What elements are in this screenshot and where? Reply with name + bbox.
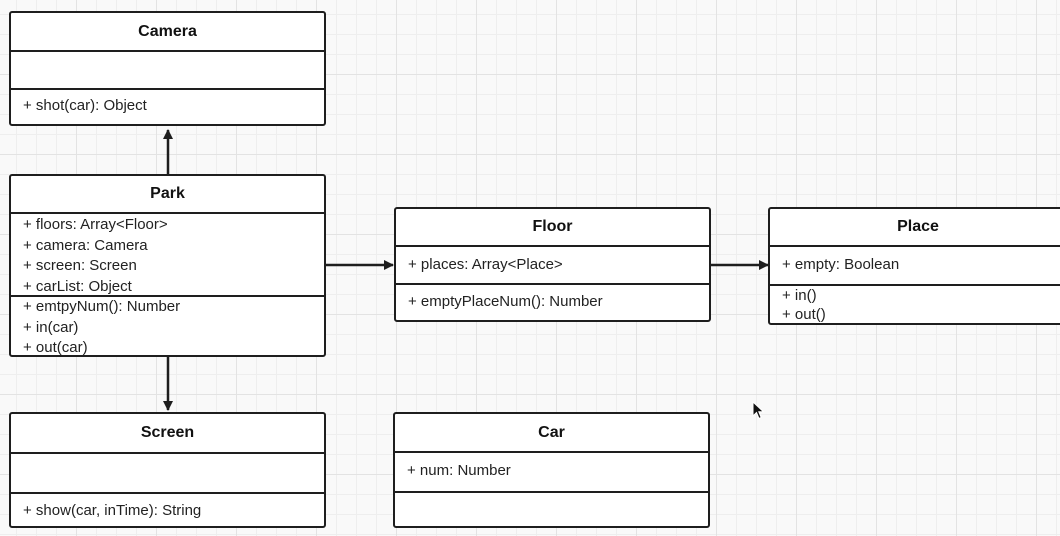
class-park[interactable]: Park + floors: Array<Floor> + camera: Ca… xyxy=(9,174,326,357)
method: + shot(car): Object xyxy=(23,97,147,114)
attribute: + camera: Camera xyxy=(23,236,148,254)
method: + out() xyxy=(782,306,826,323)
class-name: Car xyxy=(395,414,708,453)
class-floor[interactable]: Floor + places: Array<Place> + emptyPlac… xyxy=(394,207,711,322)
attribute: + screen: Screen xyxy=(23,257,137,274)
attribute: + num: Number xyxy=(407,462,511,479)
methods-section: + emptyPlaceNum(): Number xyxy=(396,285,709,313)
class-name: Floor xyxy=(396,209,709,247)
attributes-section: + floors: Array<Floor> + camera: Camera … xyxy=(11,214,324,297)
method: + emptyPlaceNum(): Number xyxy=(408,293,603,310)
methods-section xyxy=(395,493,708,498)
class-camera[interactable]: Camera + shot(car): Object xyxy=(9,11,326,126)
attribute: + empty: Boolean xyxy=(782,256,900,273)
attribute: + floors: Array<Floor> xyxy=(23,216,168,233)
class-screen[interactable]: Screen + show(car, inTime): String xyxy=(9,412,326,528)
methods-section: + emtpyNum(): Number + in(car) + out(car… xyxy=(11,297,324,356)
attributes-section: + places: Array<Place> xyxy=(396,247,709,285)
method: + in(car) xyxy=(23,318,79,336)
method: + show(car, inTime): String xyxy=(23,502,202,519)
method: + in() xyxy=(782,287,817,304)
attribute: + places: Array<Place> xyxy=(408,256,563,273)
class-name: Camera xyxy=(11,13,324,52)
class-name: Park xyxy=(11,176,324,214)
method: + emtpyNum(): Number xyxy=(23,298,181,315)
attributes-section xyxy=(11,454,324,494)
methods-section: + show(car, inTime): String xyxy=(11,494,324,522)
attribute: + carList: Object xyxy=(23,277,132,295)
methods-section: + shot(car): Object xyxy=(11,90,324,117)
attributes-section xyxy=(11,52,324,90)
method: + out(car) xyxy=(23,339,88,356)
class-car[interactable]: Car + num: Number xyxy=(393,412,710,528)
attributes-section: + num: Number xyxy=(395,453,708,493)
class-name: Place xyxy=(770,209,1060,247)
mouse-cursor-icon xyxy=(752,401,765,420)
class-name: Screen xyxy=(11,414,324,454)
methods-section: + in() + out() xyxy=(770,286,1060,323)
class-place[interactable]: Place + empty: Boolean + in() + out() xyxy=(768,207,1060,325)
attributes-section: + empty: Boolean xyxy=(770,247,1060,286)
